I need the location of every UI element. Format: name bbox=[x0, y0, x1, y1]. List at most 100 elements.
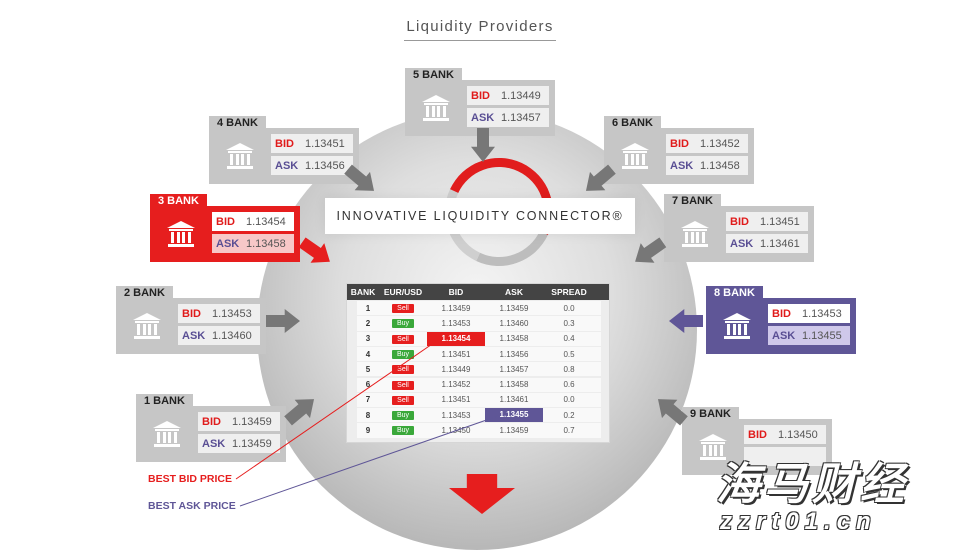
header-spread: SPREAD bbox=[551, 287, 587, 297]
row-bid: 1.13452 bbox=[441, 380, 471, 390]
bid-label: BID bbox=[202, 415, 221, 428]
bank-building-icon bbox=[422, 95, 450, 121]
ask-label: ASK bbox=[202, 437, 226, 450]
ask-value: 1.13459 bbox=[232, 437, 272, 450]
row-action-cell: Buy bbox=[379, 425, 427, 436]
bank-name: 9 BANK bbox=[682, 407, 739, 421]
bid-label: BID bbox=[748, 428, 767, 441]
row-bank: 5 bbox=[365, 364, 371, 374]
bank-card-9: 9 BANK BID 1.13450 bbox=[682, 407, 832, 475]
row-spread: 0.4 bbox=[563, 334, 575, 344]
row-bid: 1.13453 bbox=[441, 410, 471, 420]
row-spread: 0.7 bbox=[563, 425, 575, 435]
buy-button[interactable]: Buy bbox=[391, 319, 415, 329]
row-action-cell: Sell bbox=[379, 380, 427, 390]
buy-button[interactable]: Buy bbox=[391, 411, 415, 421]
row-ask: 1.13460 bbox=[499, 318, 529, 328]
row-ask: 1.13458 bbox=[499, 380, 529, 390]
header-ask: ASK bbox=[505, 287, 523, 297]
bank-building-icon bbox=[167, 221, 195, 247]
bid-label: BID bbox=[275, 137, 294, 150]
bank-name: 6 BANK bbox=[604, 116, 661, 130]
bank-card-5: 5 BANK BID 1.13449 ASK 1.13457 bbox=[405, 68, 555, 136]
table-row: 9 Buy 1.13450 1.13459 0.7 bbox=[357, 423, 601, 438]
bid-value: 1.13451 bbox=[305, 137, 345, 150]
row-spread: 0.2 bbox=[563, 410, 575, 420]
row-ask: 1.13456 bbox=[499, 349, 529, 359]
ask-value: 1.13461 bbox=[760, 237, 800, 250]
bid-value: 1.13450 bbox=[778, 428, 818, 441]
row-action-cell: Sell bbox=[379, 364, 427, 375]
bank-card-4: 4 BANK BID 1.13451 ASK 1.13456 bbox=[209, 116, 359, 184]
row-bank: 9 bbox=[365, 425, 371, 435]
row-bank: 2 bbox=[365, 318, 371, 328]
row-ask: 1.13457 bbox=[499, 364, 529, 374]
bid-value: 1.13459 bbox=[232, 415, 272, 428]
row-spread: 0.8 bbox=[563, 364, 575, 374]
bank-building-icon bbox=[133, 313, 161, 339]
sell-button[interactable]: Sell bbox=[392, 395, 414, 405]
row-action-cell: Sell bbox=[379, 395, 427, 405]
header-bid: BID bbox=[448, 287, 464, 297]
sell-button[interactable]: Sell bbox=[392, 365, 414, 375]
bank-name: 4 BANK bbox=[209, 116, 266, 130]
row-ask: 1.13459 bbox=[499, 425, 529, 435]
sell-button[interactable]: Sell bbox=[392, 304, 414, 314]
bank-building-icon bbox=[226, 143, 254, 169]
ask-label: ASK bbox=[182, 329, 206, 342]
bank-building-icon bbox=[681, 221, 709, 247]
buy-button[interactable]: Buy bbox=[391, 350, 415, 360]
page-title: Liquidity Providers bbox=[404, 18, 556, 41]
bid-value: 1.13453 bbox=[802, 307, 842, 320]
row-ask: 1.13459 bbox=[499, 303, 529, 313]
row-action-cell: Buy bbox=[379, 349, 427, 360]
ask-value: 1.13457 bbox=[501, 111, 541, 124]
sell-button[interactable]: Sell bbox=[392, 380, 414, 390]
bank-name: 7 BANK bbox=[664, 194, 721, 208]
bank-name: 5 BANK bbox=[405, 68, 462, 82]
buy-button[interactable]: Buy bbox=[391, 426, 415, 436]
bank-building-icon bbox=[723, 313, 751, 339]
bank-name: 2 BANK bbox=[116, 286, 173, 300]
row-bid: 1.13451 bbox=[441, 395, 471, 405]
best-ask-callout: BEST ASK PRICE bbox=[148, 500, 236, 512]
row-bid: 1.13451 bbox=[441, 349, 471, 359]
row-bank: 4 bbox=[365, 349, 371, 359]
bid-value: 1.13454 bbox=[246, 215, 286, 228]
row-ask: 1.13455 bbox=[485, 408, 543, 423]
bid-label: BID bbox=[670, 137, 689, 150]
row-bank: 7 bbox=[365, 395, 371, 405]
row-bid: 1.13450 bbox=[441, 425, 471, 435]
row-bid: 1.13453 bbox=[441, 318, 471, 328]
bid-value: 1.13451 bbox=[760, 215, 800, 228]
header-bank: BANK bbox=[350, 287, 376, 297]
bid-value: 1.13452 bbox=[700, 137, 740, 150]
bid-label: BID bbox=[216, 215, 235, 228]
ask-value: 1.13460 bbox=[212, 329, 252, 342]
connector-label: INNOVATIVE LIQUIDITY CONNECTOR® bbox=[325, 198, 635, 234]
bid-label: BID bbox=[182, 307, 201, 320]
row-ask: 1.13461 bbox=[499, 395, 529, 405]
bank-building-icon bbox=[153, 421, 181, 447]
ask-label: ASK bbox=[730, 237, 754, 250]
row-spread: 0.0 bbox=[563, 395, 575, 405]
bid-value: 1.13449 bbox=[501, 89, 541, 102]
bid-label: BID bbox=[471, 89, 490, 102]
row-action-cell: Buy bbox=[379, 318, 427, 329]
bank-building-icon bbox=[621, 143, 649, 169]
ask-label: ASK bbox=[275, 159, 299, 172]
sell-button[interactable]: Sell bbox=[392, 334, 414, 344]
bank-name: 3 BANK bbox=[150, 194, 207, 208]
ask-value: 1.13456 bbox=[305, 159, 345, 172]
ask-label: ASK bbox=[471, 111, 495, 124]
ask-label: ASK bbox=[216, 237, 240, 250]
